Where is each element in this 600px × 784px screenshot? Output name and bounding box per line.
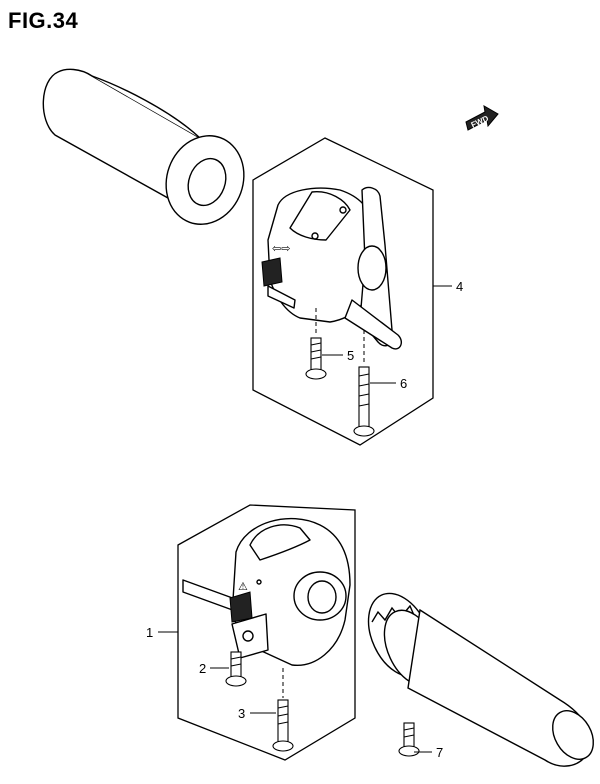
fwd-direction-marker: FWD: [465, 105, 499, 131]
screw-5: [305, 308, 327, 380]
fwd-label: FWD: [470, 114, 491, 130]
svg-text:⚠: ⚠: [238, 581, 248, 593]
upper-assembly-frame: [252, 137, 434, 446]
callout-4: 4: [456, 279, 463, 294]
screw-6: [353, 330, 375, 437]
callout-5: 5: [347, 348, 354, 363]
left-switch-housing: ⇦⇨: [261, 186, 402, 350]
screw-3: [272, 668, 294, 752]
callout-7: 7: [436, 745, 443, 760]
right-switch-housing: ⚠: [182, 517, 351, 666]
lower-assembly-frame: [177, 504, 356, 761]
figure-title: FIG.34: [8, 8, 79, 33]
screw-2: [225, 651, 247, 687]
callout-3: 3: [238, 706, 245, 721]
screw-7: [398, 722, 420, 757]
callout-6: 6: [400, 376, 407, 391]
left-grip: [42, 68, 245, 225]
callout-2: 2: [199, 661, 206, 676]
arrow-forward-icon: [465, 105, 499, 131]
callout-1: 1: [146, 625, 153, 640]
svg-text:⇦⇨: ⇦⇨: [272, 243, 290, 255]
right-grip: [367, 592, 594, 767]
